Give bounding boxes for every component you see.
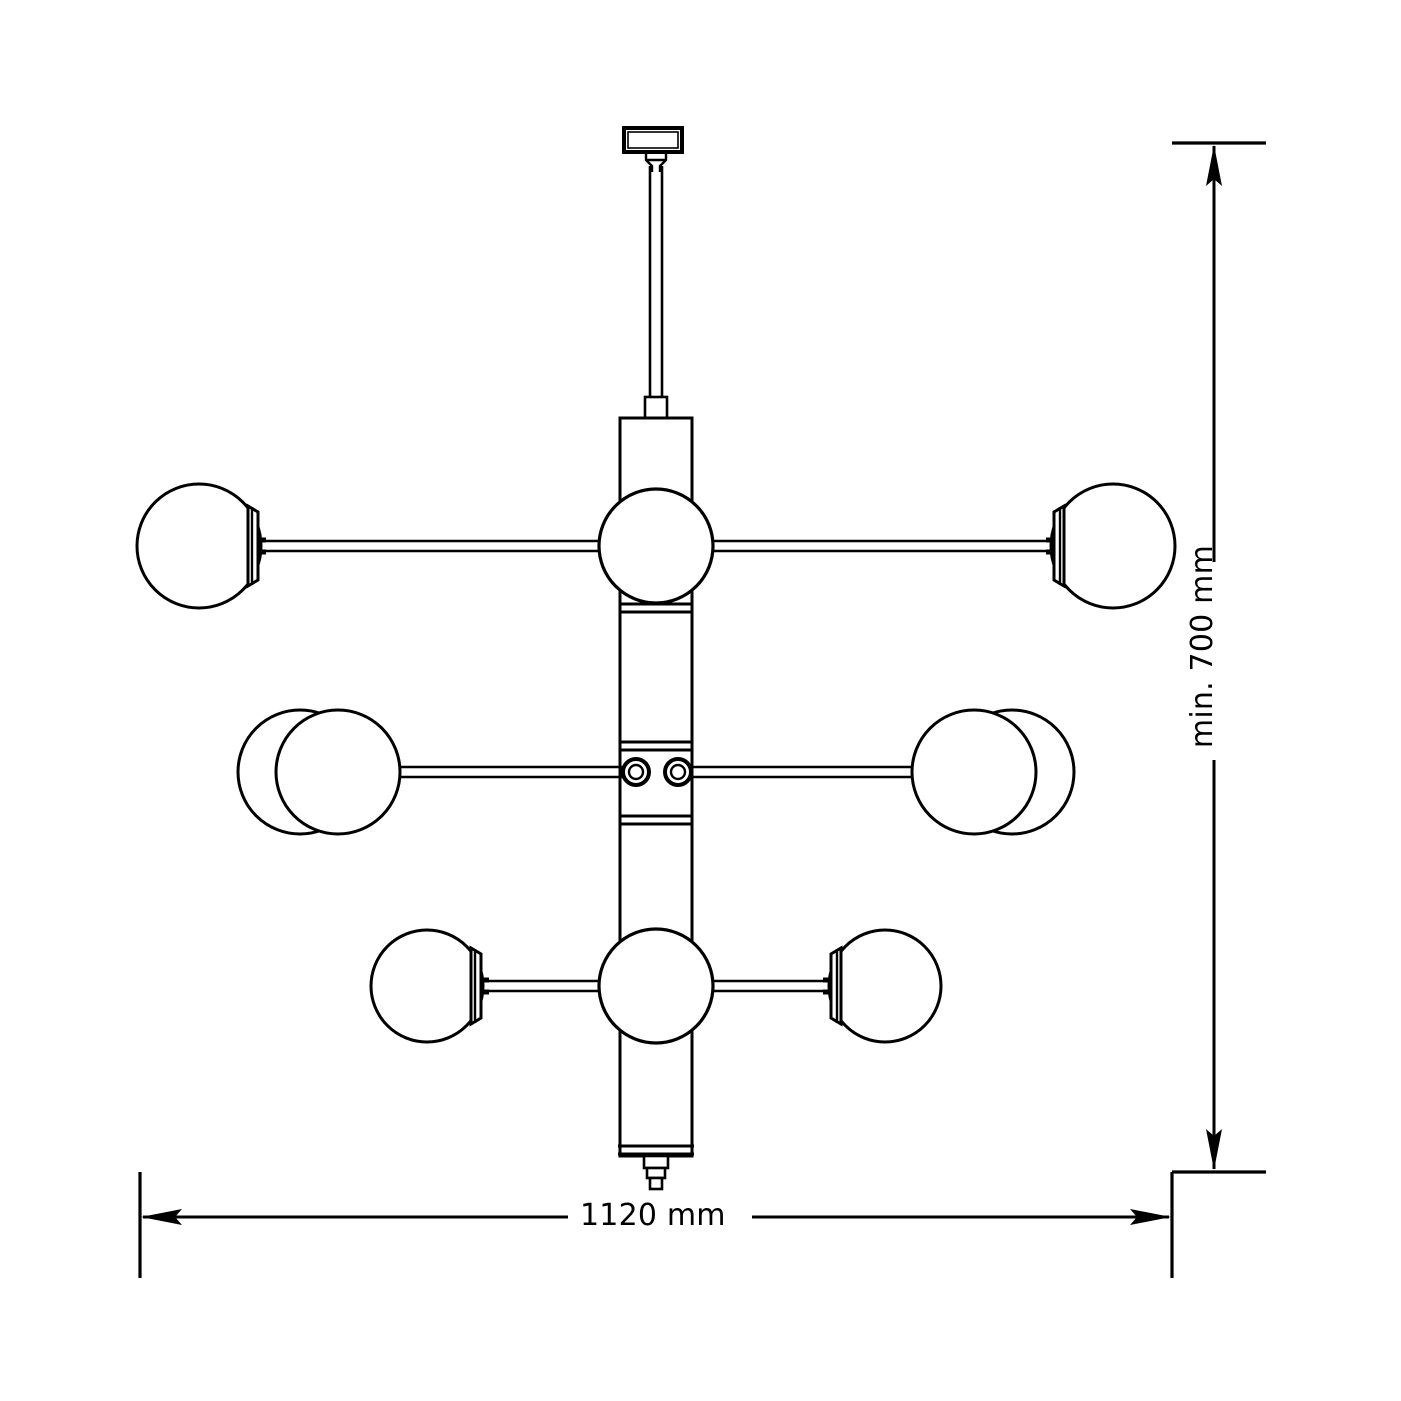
globe-top-right bbox=[1049, 482, 1177, 610]
bottom-arm-row bbox=[369, 927, 943, 1045]
joint-ring-left-inner bbox=[627, 763, 645, 781]
globe-bottom-right-group bbox=[823, 928, 943, 1044]
vdim-arrow-top bbox=[1206, 145, 1222, 186]
vdim-arrow-bottom bbox=[1206, 1129, 1222, 1170]
joint-ring-right-inner bbox=[669, 763, 687, 781]
arm-top-right bbox=[712, 539, 1055, 553]
finial-tip bbox=[648, 1176, 664, 1191]
horizontal-dimension bbox=[138, 1172, 1174, 1278]
globe-top-left-group bbox=[135, 482, 266, 610]
arm-top-left bbox=[258, 539, 600, 553]
hub-sphere-bottom bbox=[597, 927, 715, 1045]
globe-top-left bbox=[135, 482, 263, 610]
bottom-finial bbox=[642, 1154, 670, 1191]
height-dimension-label: min. 700 mm bbox=[1185, 545, 1220, 749]
globe-middle-left-front bbox=[274, 708, 402, 836]
finial-mid bbox=[645, 1166, 667, 1180]
top-arm-row bbox=[135, 482, 1177, 610]
arm-bottom-right bbox=[712, 979, 832, 993]
middle-arm-joints bbox=[621, 757, 693, 787]
hub-sphere-top bbox=[597, 487, 715, 605]
arm-middle-left bbox=[392, 765, 628, 779]
width-dimension-label: 1120 mm bbox=[580, 1198, 726, 1233]
suspension-assembly bbox=[622, 126, 684, 421]
canopy-collar bbox=[644, 152, 668, 172]
globe-bottom-left bbox=[369, 928, 485, 1044]
canopy-inner-line bbox=[627, 131, 679, 149]
globe-middle-right-front bbox=[910, 708, 1038, 836]
middle-arm-row bbox=[236, 708, 1076, 836]
globe-bottom-left-group bbox=[369, 928, 489, 1044]
vertical-dimension bbox=[1172, 141, 1266, 1174]
hdim-arrow-right bbox=[1130, 1209, 1171, 1225]
globe-bottom-right bbox=[827, 928, 943, 1044]
globe-middle-left-group bbox=[236, 708, 402, 836]
globe-top-right-group bbox=[1046, 482, 1177, 610]
hdim-arrow-left bbox=[141, 1209, 182, 1225]
arm-bottom-left bbox=[480, 979, 600, 993]
arm-middle-right bbox=[684, 765, 920, 779]
finial-cap bbox=[642, 1154, 670, 1170]
stem-lower-collar bbox=[643, 395, 669, 421]
globe-middle-right-group bbox=[910, 708, 1076, 836]
